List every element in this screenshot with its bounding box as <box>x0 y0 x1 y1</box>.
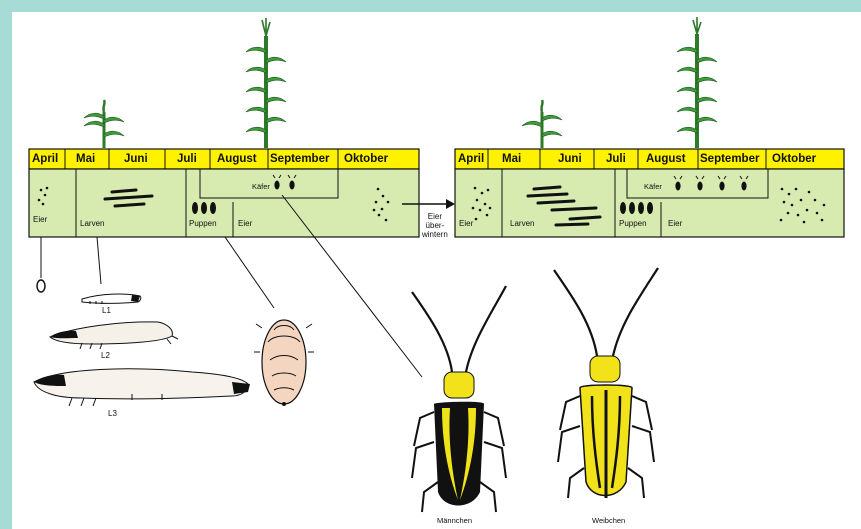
stage-eggs-late-2: Eier <box>668 219 682 228</box>
larva-l1-drawing <box>82 294 141 304</box>
month-oktober-1: Oktober <box>344 149 388 169</box>
overwinter-line-2: über- <box>422 221 448 230</box>
month-august-1: August <box>217 149 257 169</box>
stage-eggs-late-1: Eier <box>238 219 252 228</box>
corn-plant-mature-1 <box>246 18 286 148</box>
pupa-drawing <box>254 320 314 406</box>
corn-plant-young-1 <box>84 100 124 148</box>
month-juli-1: Juli <box>177 149 197 169</box>
lifecycle-diagram <box>12 12 861 529</box>
caption-male: Männchen <box>437 516 472 525</box>
corn-plant-young-2 <box>522 100 562 148</box>
caption-female: Weibchen <box>592 516 625 525</box>
overwinter-line-3: wintern <box>422 230 448 239</box>
egg-drawing <box>37 280 45 292</box>
month-mai-2: Mai <box>502 149 521 169</box>
pupae-marks-1 <box>192 202 216 214</box>
stage-beetles-2: Käfer <box>644 182 662 191</box>
beetle-male-drawing <box>412 286 506 512</box>
month-juni-2: Juni <box>558 149 582 169</box>
corn-plant-mature-2 <box>677 17 717 148</box>
month-mai-1: Mai <box>76 149 95 169</box>
overwinter-line-1: Eier <box>422 212 448 221</box>
larva-l3-drawing <box>34 369 250 406</box>
beetle-female-drawing <box>554 268 658 498</box>
instar-label-l1: L1 <box>102 306 111 315</box>
month-august-2: August <box>646 149 686 169</box>
month-juni-1: Juni <box>124 149 148 169</box>
stage-eggs-1: Eier <box>33 215 47 224</box>
overwinter-label: Eier über- wintern <box>422 212 448 239</box>
stage-pupae-2: Puppen <box>619 219 647 228</box>
stage-larvae-1: Larven <box>80 219 104 228</box>
month-september-2: September <box>700 149 759 169</box>
stage-larvae-2: Larven <box>510 219 534 228</box>
instar-label-l3: L3 <box>108 409 117 418</box>
stage-eggs-2: Eier <box>459 219 473 228</box>
month-juli-2: Juli <box>606 149 626 169</box>
stage-pupae-1: Puppen <box>189 219 217 228</box>
month-oktober-2: Oktober <box>772 149 816 169</box>
diagram-canvas: April Mai Juni Juli August September Okt… <box>12 12 861 529</box>
month-april-2: April <box>458 149 484 169</box>
month-april-1: April <box>32 149 58 169</box>
stage-beetles-1: Käfer <box>252 182 270 191</box>
larva-l2-drawing <box>50 322 178 349</box>
instar-label-l2: L2 <box>101 351 110 360</box>
month-september-1: September <box>270 149 329 169</box>
